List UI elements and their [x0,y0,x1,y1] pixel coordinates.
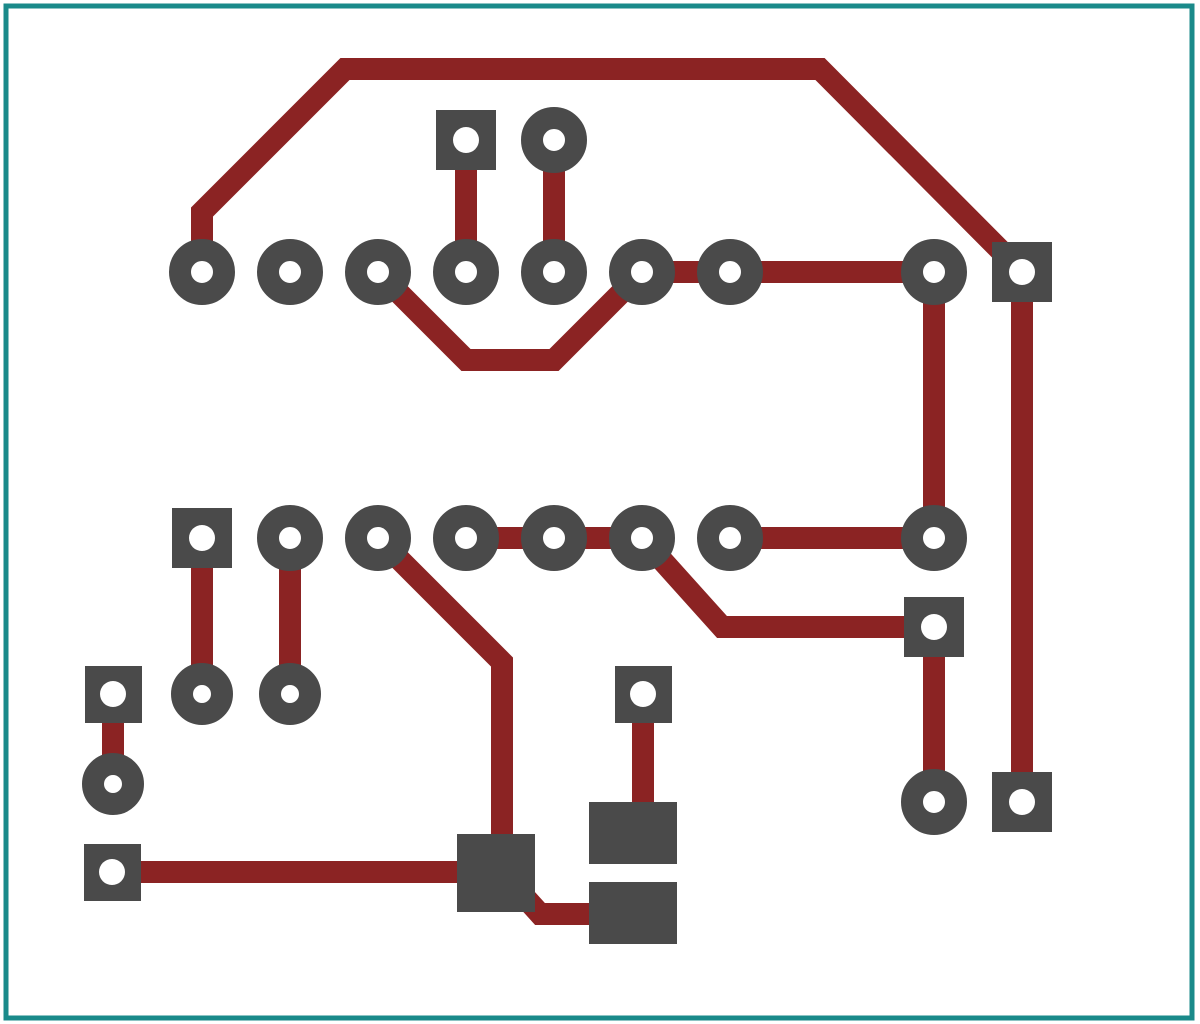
smd-pad [589,802,677,864]
round-pad [697,505,763,571]
pad-drill [453,127,479,153]
pad-drill [1009,259,1035,285]
round-pad [257,239,323,305]
trace-to-smd [370,530,513,872]
pad-drill [100,681,126,707]
round-pad [433,239,499,305]
round-pad [345,239,411,305]
round-pad [521,505,587,571]
pad-drill [1009,789,1035,815]
round-pad [259,663,321,725]
round-pad [82,753,144,815]
pad-drill [189,525,215,551]
smd-pad [589,882,677,944]
round-pad [609,505,675,571]
round-pad [257,505,323,571]
round-pad [521,107,587,173]
pads [82,107,1052,944]
round-pad [901,505,967,571]
trace-to-right-pad [633,530,934,638]
round-pad [169,239,235,305]
pad-drill [630,681,656,707]
round-pad [697,239,763,305]
round-pad [433,505,499,571]
smd-pad [457,834,535,912]
trace-top-loop [191,58,1030,280]
round-pad [609,239,675,305]
round-pad [345,505,411,571]
round-pad [901,769,967,835]
traces [102,58,1033,925]
round-pad [521,239,587,305]
trace-dip-bridge [370,264,650,371]
pad-drill [99,859,125,885]
pad-drill [921,614,947,640]
round-pad [171,663,233,725]
round-pad [901,239,967,305]
